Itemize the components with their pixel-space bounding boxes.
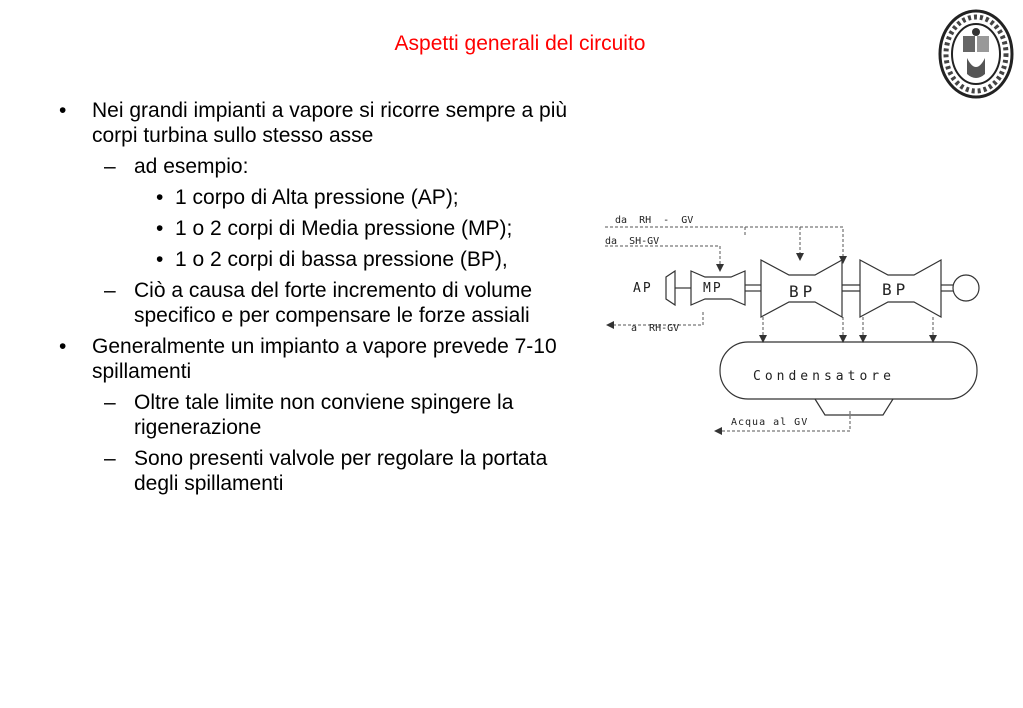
rh-outlet-line [606, 312, 704, 329]
slide-title: Aspetti generali del circuito [394, 32, 646, 55]
bullet-marker: – [104, 279, 116, 302]
bullet-marker: • [156, 248, 164, 271]
bullet-item-level-1: • Nei grandi impianti a vapore si ricorre… [55, 98, 585, 148]
bullet-text: Nei grandi impianti a vapore si ricorre … [92, 99, 568, 147]
bullet-marker: – [104, 155, 116, 178]
bullet-text: 1 corpo di Alta pressione (AP); [175, 186, 459, 209]
bullet-item-level-3: • 1 o 2 corpi di bassa pressione (BP), [55, 247, 585, 272]
bullet-item-level-3: • 1 o 2 corpi di Media pressione (MP); [55, 216, 585, 241]
label-condenser: Condensatore [753, 369, 895, 384]
bullet-text: Oltre tale limite non conviene spingere … [134, 391, 514, 439]
label-bp-2: BP [882, 280, 909, 299]
rh-inlet-line [605, 226, 847, 264]
label-from-sh-gv: da SH-GV [605, 236, 659, 247]
label-bp-1: BP [789, 282, 816, 301]
bp-turbine-2 [859, 258, 942, 319]
condenser-body [719, 341, 978, 400]
bullet-marker: • [156, 186, 164, 209]
bullet-item-level-1: • Generalmente un impianto a vapore preve… [55, 334, 585, 384]
bp-turbine-1 [760, 258, 843, 319]
bullet-list: • Nei grandi impianti a vapore si ricorre… [55, 98, 585, 502]
water-outlet-line [714, 411, 851, 435]
bullet-marker: • [59, 99, 67, 122]
ap-turbine [665, 269, 676, 307]
label-water-to-gv: Acqua al GV [731, 417, 808, 428]
label-mp: MP [703, 281, 723, 296]
generator-icon [952, 274, 980, 302]
label-to-rh-gv: a RH-GV [631, 323, 679, 334]
bullet-marker: – [104, 447, 116, 470]
bullet-item-level-2: –ad esempio: [55, 154, 585, 179]
label-ap: AP [633, 281, 653, 296]
university-seal-icon [938, 9, 1014, 99]
bullet-marker: – [104, 391, 116, 414]
sh-inlet-line [605, 245, 724, 272]
bullet-marker: • [156, 217, 164, 240]
bullet-text: 1 o 2 corpi di Media pressione (MP); [175, 217, 513, 240]
label-from-rh-gv: da RH - GV [615, 215, 693, 226]
bullet-text: ad esempio: [134, 155, 249, 178]
bullet-text: Generalmente un impianto a vapore preved… [92, 335, 557, 383]
mp-turbine [690, 270, 746, 306]
bullet-item-level-2: –Oltre tale limite non conviene spingere… [55, 390, 585, 440]
bullet-item-level-2: –Sono presenti valvole per regolare la p… [55, 446, 585, 496]
bullet-marker: • [59, 335, 67, 358]
bullet-item-level-2: –Ciò a causa del forte incremento di vol… [55, 278, 585, 328]
bullet-text: Sono presenti valvole per regolare la po… [134, 447, 548, 495]
bullet-text: Ciò a causa del forte incremento di volu… [134, 279, 533, 327]
bullet-item-level-3: • 1 corpo di Alta pressione (AP); [55, 185, 585, 210]
turbine-diagram: da RH - GV da SH-GV a RH-GV AP MP BP BP … [605, 215, 980, 435]
condenser-hotwell [814, 398, 894, 416]
bullet-text: 1 o 2 corpi di bassa pressione (BP), [175, 248, 508, 271]
